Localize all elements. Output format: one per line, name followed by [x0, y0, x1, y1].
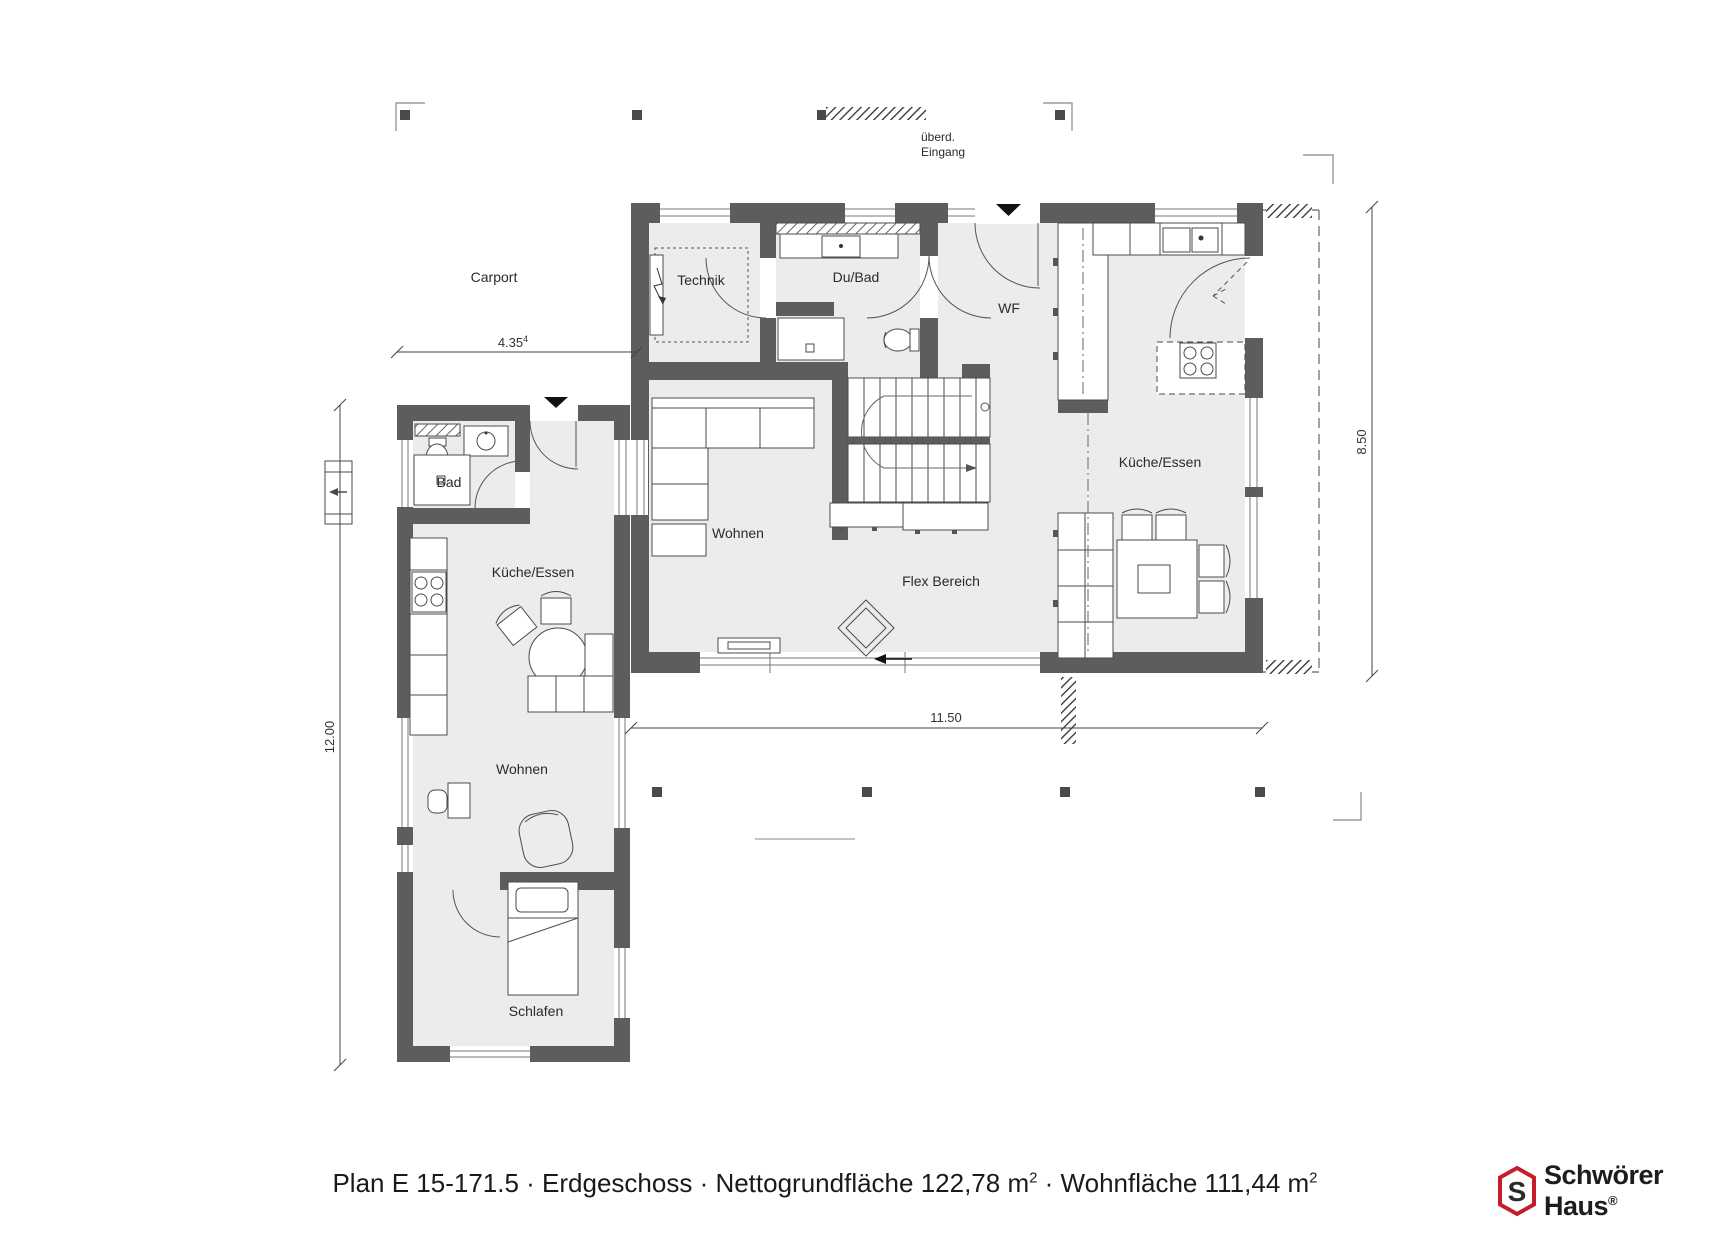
window — [397, 718, 413, 827]
plan-caption: Plan E 15-171.5 · Erdgeschoss · Nettogru… — [332, 1168, 1318, 1198]
entrance-label-line2: Eingang — [921, 145, 965, 159]
chair — [1155, 508, 1187, 541]
room-floors — [413, 223, 1245, 1046]
tile-strip — [414, 423, 461, 437]
schwoererhaus-logo: S Schwörer Haus® — [1497, 1160, 1664, 1221]
door-opening-east — [1245, 256, 1263, 338]
shower — [413, 454, 471, 506]
chair — [1121, 508, 1153, 541]
chair — [540, 591, 572, 625]
dubad-door-opening — [920, 256, 938, 318]
downspout-hatch — [1061, 677, 1076, 744]
room-label-technik: Technik — [677, 272, 725, 288]
window — [1245, 497, 1263, 598]
technik-door-opening — [760, 258, 776, 318]
annex-entrance-opening — [530, 405, 578, 421]
slider-arrow — [874, 654, 912, 664]
window — [397, 440, 413, 507]
dim-label-annex-depth: 12.00 — [322, 721, 337, 754]
kitchen-counter — [1092, 222, 1246, 256]
window — [948, 203, 975, 223]
shower — [777, 317, 845, 361]
electric-panel — [649, 254, 666, 336]
staircase — [829, 377, 991, 534]
dim-label-annex-width: 4.354 — [498, 334, 528, 350]
roof-edge-hatch — [1266, 204, 1312, 218]
room-label-kueche-annex: Küche/Essen — [492, 564, 575, 580]
logo-wordmark: Schwörer Haus® — [1544, 1160, 1664, 1221]
diamond-decor — [837, 599, 895, 657]
room-label-dubad: Du/Bad — [833, 269, 880, 285]
outdoor-elements — [324, 102, 1362, 840]
dim-label-house-depth: 8.50 — [1354, 429, 1369, 454]
room-label-wohnen-annex: Wohnen — [496, 761, 548, 777]
windows-and-openings — [397, 202, 1263, 1062]
dim-label-house-width: 11.50 — [930, 710, 962, 725]
posts — [400, 110, 1265, 797]
furniture-main — [649, 222, 1246, 659]
room-label-kueche-main: Küche/Essen — [1119, 454, 1202, 470]
outdoor-box — [324, 460, 353, 525]
sideboard — [1053, 512, 1114, 659]
kitchen-island — [1156, 341, 1246, 395]
entrance-label-line1: überd. — [921, 130, 955, 144]
desk — [427, 782, 471, 819]
dining-set — [495, 591, 614, 713]
chair — [1198, 580, 1231, 614]
bed — [507, 881, 579, 996]
window — [660, 203, 730, 223]
chair — [495, 604, 538, 647]
wardrobe-cabinet — [1053, 222, 1109, 401]
room-label-flex: Flex Bereich — [902, 573, 980, 589]
dimensions — [333, 200, 1379, 1072]
bad-door-opening — [515, 472, 530, 508]
window — [614, 948, 630, 1018]
window — [450, 1046, 530, 1062]
roof-edge-hatch — [1266, 660, 1312, 674]
labels: Technik Du/Bad WF Küche/Essen Wohnen Fle… — [322, 130, 1369, 1019]
sofa — [651, 397, 815, 557]
schwoerer-s-hexagon-icon: S — [1498, 1165, 1536, 1217]
window — [1155, 203, 1237, 223]
tile-strip — [775, 222, 921, 235]
washbasin — [779, 233, 899, 259]
passage-opening — [614, 440, 648, 515]
svg-text:S: S — [1508, 1176, 1527, 1207]
corner-brackets — [395, 102, 1362, 821]
furniture-annex — [409, 423, 614, 996]
door-swings — [452, 222, 1251, 938]
dim-house-depth — [1365, 200, 1379, 683]
dim-house-width — [624, 721, 1269, 735]
corner-bench — [527, 633, 614, 713]
window — [614, 718, 630, 828]
window — [397, 845, 413, 872]
armchair — [518, 810, 574, 868]
window-band-south — [700, 652, 1040, 673]
room-label-bad: Bad — [437, 474, 462, 490]
room-label-wf: WF — [998, 300, 1020, 316]
window — [1245, 398, 1263, 487]
washbasin — [463, 425, 509, 457]
dim-annex-depth — [333, 398, 347, 1072]
dim-annex-width — [390, 345, 644, 359]
entrance-marker — [996, 204, 1021, 216]
kitchen-counter — [409, 537, 448, 736]
roof-overhang — [1263, 209, 1320, 673]
window — [845, 203, 895, 223]
toilet — [883, 328, 920, 352]
dining-table — [1116, 508, 1231, 619]
chair — [1198, 544, 1231, 578]
entrance-marker — [544, 397, 568, 408]
room-label-wohnen-main: Wohnen — [712, 525, 764, 541]
canopy-grate — [826, 107, 926, 120]
tv-lowboard — [717, 637, 781, 654]
room-label-schlafen: Schlafen — [509, 1003, 563, 1019]
carport-label: Carport — [471, 269, 518, 285]
